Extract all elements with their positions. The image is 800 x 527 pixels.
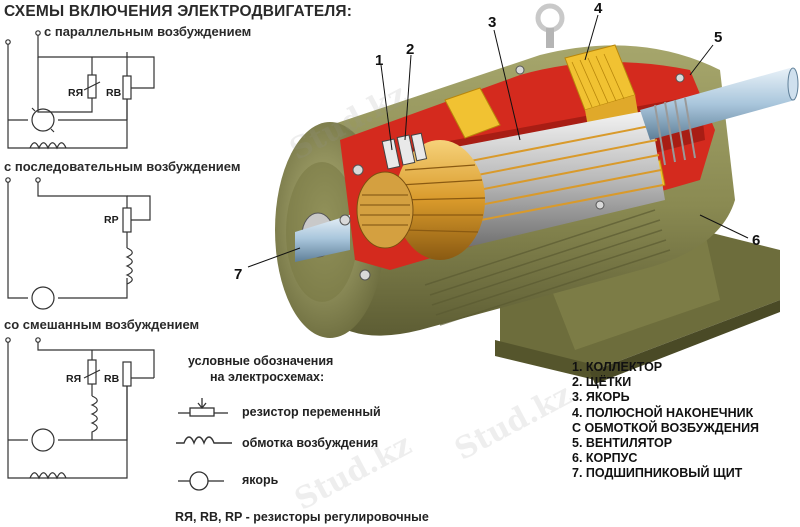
callout-number-3: 3 [488, 14, 497, 31]
legend-item-armature: якорь [242, 473, 279, 487]
scheme-caption-series: с последовательным возбуждением [4, 159, 241, 174]
parts-list-item: 5. ВЕНТИЛЯТОР [572, 436, 673, 451]
parts-list-item: 7. ПОДШИПНИКОВЫЙ ЩИТ [572, 466, 743, 481]
resistor-label: RЯ [68, 87, 84, 99]
parts-list-item: 3. ЯКОРЬ [572, 390, 630, 405]
callout-number-7: 7 [234, 266, 243, 283]
legend-field-winding-symbol [176, 436, 232, 445]
parts-list-item: С ОБМОТКОЙ ВОЗБУЖДЕНИЯ [572, 420, 760, 435]
parts-list: 1. КОЛЛЕКТОР 2. ЩЁТКИ 3. ЯКОРЬ 4. ПОЛЮСН… [572, 360, 759, 482]
resistor-label: RB [106, 87, 122, 99]
scheme-caption-compound: со смешанным возбуждением [4, 317, 200, 332]
parts-list-item: 2. ЩЁТКИ [572, 375, 632, 390]
callout-number-6: 6 [752, 232, 761, 249]
parts-list-item: 1. КОЛЛЕКТОР [572, 360, 663, 374]
legend-footnote: RЯ, RB, RP - резисторы регулировочные [175, 510, 429, 524]
legend-item-field-winding: обмотка возбуждения [242, 436, 379, 450]
scheme-series [5, 177, 151, 310]
diagram-title: СХЕМЫ ВКЛЮЧЕНИЯ ЭЛЕКТРОДВИГАТЕЛЯ: [4, 3, 353, 20]
legend-variable-resistor-symbol [178, 398, 228, 417]
legend-armature-symbol [178, 471, 224, 491]
legend-item-variable-resistor: резистор переменный [242, 405, 381, 419]
resistor-label: RP [104, 214, 119, 226]
motor-illustration [247, 3, 799, 384]
callout-number-4: 4 [594, 0, 603, 17]
legend-heading: условные обозначения [188, 354, 334, 368]
resistor-label: RЯ [66, 373, 82, 385]
parts-list-item: 4. ПОЛЮСНОЙ НАКОНЕЧНИК [572, 405, 754, 420]
legend-heading: на электросхемах: [210, 370, 325, 384]
scheme-caption-parallel: с параллельным возбуждением [44, 24, 252, 39]
scheme-parallel [5, 30, 155, 150]
callout-number-1: 1 [375, 52, 384, 69]
scheme-compound [5, 337, 155, 480]
resistor-label: RB [104, 373, 120, 385]
callout-number-2: 2 [406, 41, 415, 58]
parts-list-item: 6. КОРПУС [572, 451, 638, 466]
callout-number-5: 5 [714, 29, 723, 46]
